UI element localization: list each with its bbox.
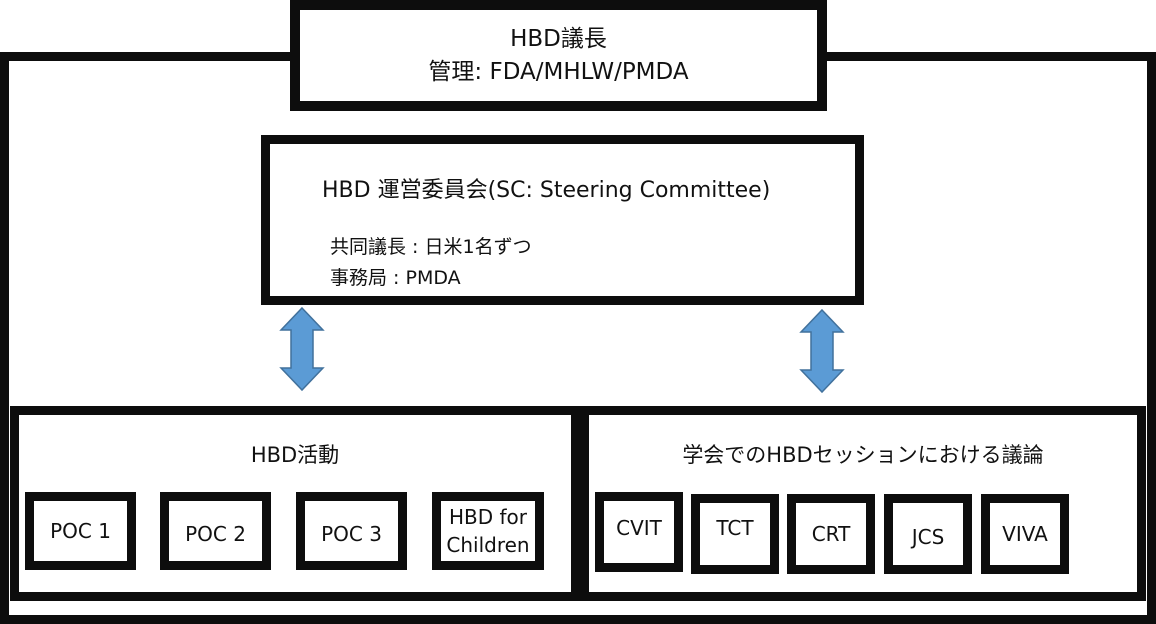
hbd-activities-title: HBD活動	[250, 443, 340, 467]
activity-item-poc1: POC 1	[25, 492, 136, 570]
session-item-viva: VIVA	[981, 494, 1069, 574]
left-arrow-shape	[279, 306, 325, 392]
steering-committee-title: HBD 運営委員会(SC: Steering Committee)	[322, 178, 771, 203]
hbd-chair-box: HBD議長 管理: FDA/MHLW/PMDA	[290, 0, 827, 111]
right-arrow-shape	[799, 308, 845, 394]
activity-item-poc3: POC 3	[296, 492, 407, 570]
session-item-tct: TCT	[691, 494, 779, 574]
activity-item-hbd-for-children: HBD for Children	[432, 492, 544, 570]
co-chairs-text: 共同議長 : 日米1名ずつ	[330, 236, 532, 258]
hbd-management-text: 管理: FDA/MHLW/PMDA	[428, 58, 689, 85]
activity-item-poc2: POC 2	[160, 492, 271, 570]
session-item-jcs: JCS	[884, 494, 972, 574]
right-bidirectional-arrow-icon	[799, 308, 845, 394]
secretariat-text: 事務局 : PMDA	[330, 267, 461, 289]
session-item-crt: CRT	[787, 494, 875, 574]
society-sessions-title: 学会でのHBDセッションにおける議論	[682, 443, 1044, 467]
left-bidirectional-arrow-icon	[279, 306, 325, 392]
session-item-cvit: CVIT	[595, 492, 683, 572]
steering-committee-box: HBD 運営委員会(SC: Steering Committee) 共同議長 :…	[261, 135, 864, 305]
hbd-chair-title: HBD議長	[510, 25, 607, 52]
